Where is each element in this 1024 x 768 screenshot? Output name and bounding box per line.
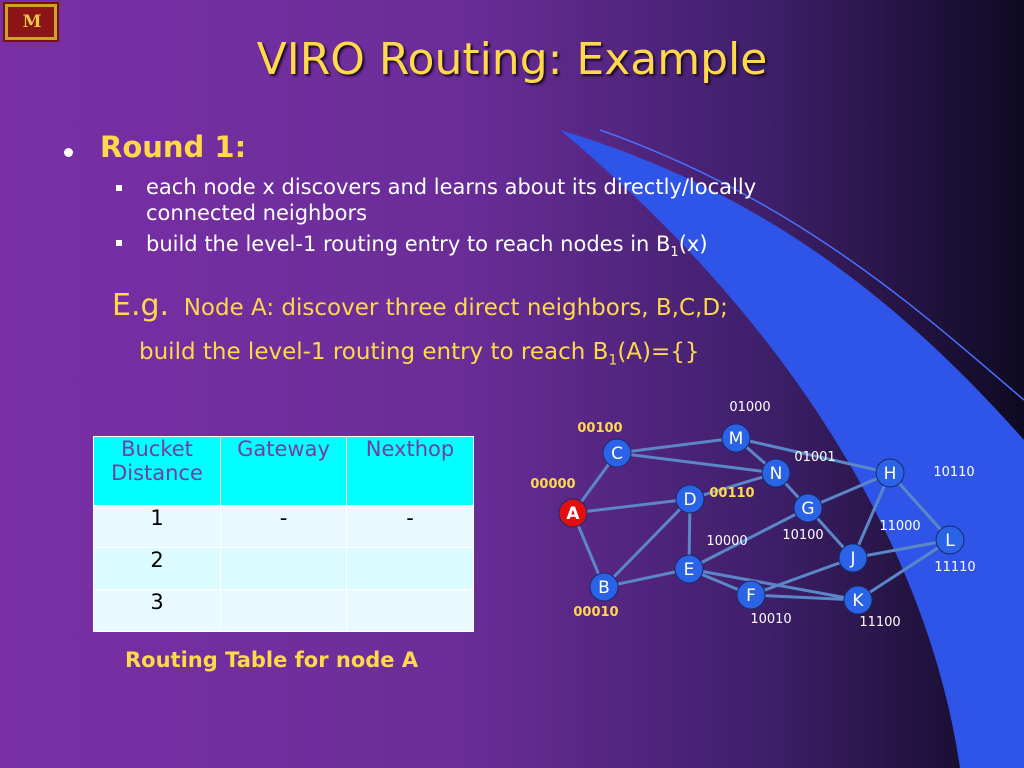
- node-label-K: K: [852, 591, 864, 611]
- node-address-H: 10110: [933, 465, 974, 480]
- table-row: 3: [93, 589, 474, 632]
- edge-G-H: [807, 471, 891, 510]
- table-cell: 2: [93, 547, 221, 590]
- edge-H-L: [888, 471, 952, 542]
- node-label-B: B: [598, 578, 610, 598]
- node-address-C: 00100: [577, 421, 622, 436]
- node-A: [558, 498, 588, 528]
- example-subscript: 1: [608, 352, 618, 369]
- table-cell: [346, 589, 474, 632]
- header-bucket-line-2: Distance: [111, 461, 203, 485]
- node-G: [793, 493, 823, 523]
- node-label-C: C: [611, 444, 623, 464]
- edge-J-L: [852, 538, 951, 560]
- node-address-E: 10000: [706, 534, 747, 549]
- bullet-1-line-1: each node x discovers and learns about i…: [146, 175, 757, 199]
- node-label-F: F: [746, 586, 756, 606]
- table-row: 1 - -: [93, 505, 474, 548]
- bullet-1-line-2: connected neighbors: [146, 201, 368, 225]
- bullet-text-2: build the level-1 routing entry to reach…: [146, 231, 708, 266]
- edge-K-L: [857, 538, 951, 602]
- node-J: [838, 543, 868, 573]
- node-address-L: 11110: [934, 560, 975, 575]
- edge-M-H: [735, 436, 891, 475]
- node-address-M: 01000: [729, 400, 770, 415]
- node-address-K: 11100: [859, 615, 900, 630]
- edge-F-K: [750, 593, 859, 602]
- node-label-J: J: [849, 549, 855, 569]
- node-address-J: 11000: [879, 519, 920, 534]
- bullet-icon: [64, 148, 73, 157]
- edge-D-B: [602, 497, 692, 589]
- example-eg: E.g.: [112, 288, 170, 323]
- university-logo: M: [3, 2, 59, 42]
- table-cell: [220, 589, 347, 632]
- table-cell: [346, 547, 474, 590]
- node-N: [761, 458, 791, 488]
- node-address-N: 01001: [794, 450, 835, 465]
- node-label-H: H: [884, 464, 897, 484]
- node-address-F: 10010: [750, 612, 791, 627]
- example-text-1: Node A: discover three direct neighbors,…: [183, 295, 728, 321]
- node-L: [935, 525, 965, 555]
- table-caption: Routing Table for node A: [125, 648, 419, 672]
- bullet-text-1: each node x discovers and learns about i…: [146, 174, 756, 226]
- example-line-2: build the level-1 routing entry to reach…: [139, 339, 700, 369]
- node-label-L: L: [945, 531, 955, 551]
- routing-table: Bucket Distance Gateway Nexthop 1 - - 2 …: [93, 436, 474, 632]
- node-B: [589, 572, 619, 602]
- node-address-D: 00110: [709, 486, 754, 501]
- edge-E-K: [688, 567, 859, 602]
- node-C: [602, 438, 632, 468]
- table-cell: -: [346, 505, 474, 548]
- bullet-2-suffix: (x): [678, 232, 708, 256]
- header-gateway: Gateway: [220, 436, 347, 506]
- node-K: [843, 585, 873, 615]
- node-address-B: 00010: [573, 605, 618, 620]
- node-label-N: N: [770, 464, 783, 484]
- edge-F-J: [750, 556, 854, 597]
- header-bucket-line-1: Bucket: [121, 437, 193, 461]
- header-bucket-distance: Bucket Distance: [93, 436, 221, 506]
- node-label-E: E: [684, 560, 695, 580]
- round-heading: Round 1:: [100, 130, 247, 164]
- node-label-D: D: [683, 490, 696, 510]
- table-cell: 1: [93, 505, 221, 548]
- logo-letter: M: [22, 12, 42, 32]
- example-line-1: E.g. Node A: discover three direct neigh…: [112, 288, 728, 323]
- node-D: [675, 484, 705, 514]
- bullet-2-text: build the level-1 routing entry to reach…: [146, 232, 671, 256]
- node-E: [674, 554, 704, 584]
- edge-E-G: [688, 506, 809, 571]
- edge-A-D: [572, 497, 691, 515]
- node-label-A: A: [566, 504, 580, 524]
- square-bullet-icon: [116, 240, 122, 246]
- table-cell: -: [220, 505, 347, 548]
- example-suffix: (A)={}: [617, 339, 700, 365]
- slide-title: VIRO Routing: Example: [256, 34, 768, 85]
- edge-H-J: [851, 472, 892, 559]
- table-row: 2: [93, 547, 474, 590]
- edge-D-N: [689, 471, 777, 501]
- example-text-2: build the level-1 routing entry to reach…: [139, 339, 609, 365]
- node-H: [875, 458, 905, 488]
- node-address-A: 00000: [530, 477, 575, 492]
- node-label-G: G: [801, 499, 814, 519]
- bullet-2-subscript: 1: [670, 245, 679, 261]
- node-F: [736, 580, 766, 610]
- node-M: [721, 423, 751, 453]
- node-label-M: M: [729, 429, 744, 449]
- edge-C-M: [616, 436, 737, 455]
- edge-C-N: [616, 451, 777, 475]
- node-address-G: 10100: [782, 528, 823, 543]
- table-cell: [220, 547, 347, 590]
- square-bullet-icon: [116, 185, 122, 191]
